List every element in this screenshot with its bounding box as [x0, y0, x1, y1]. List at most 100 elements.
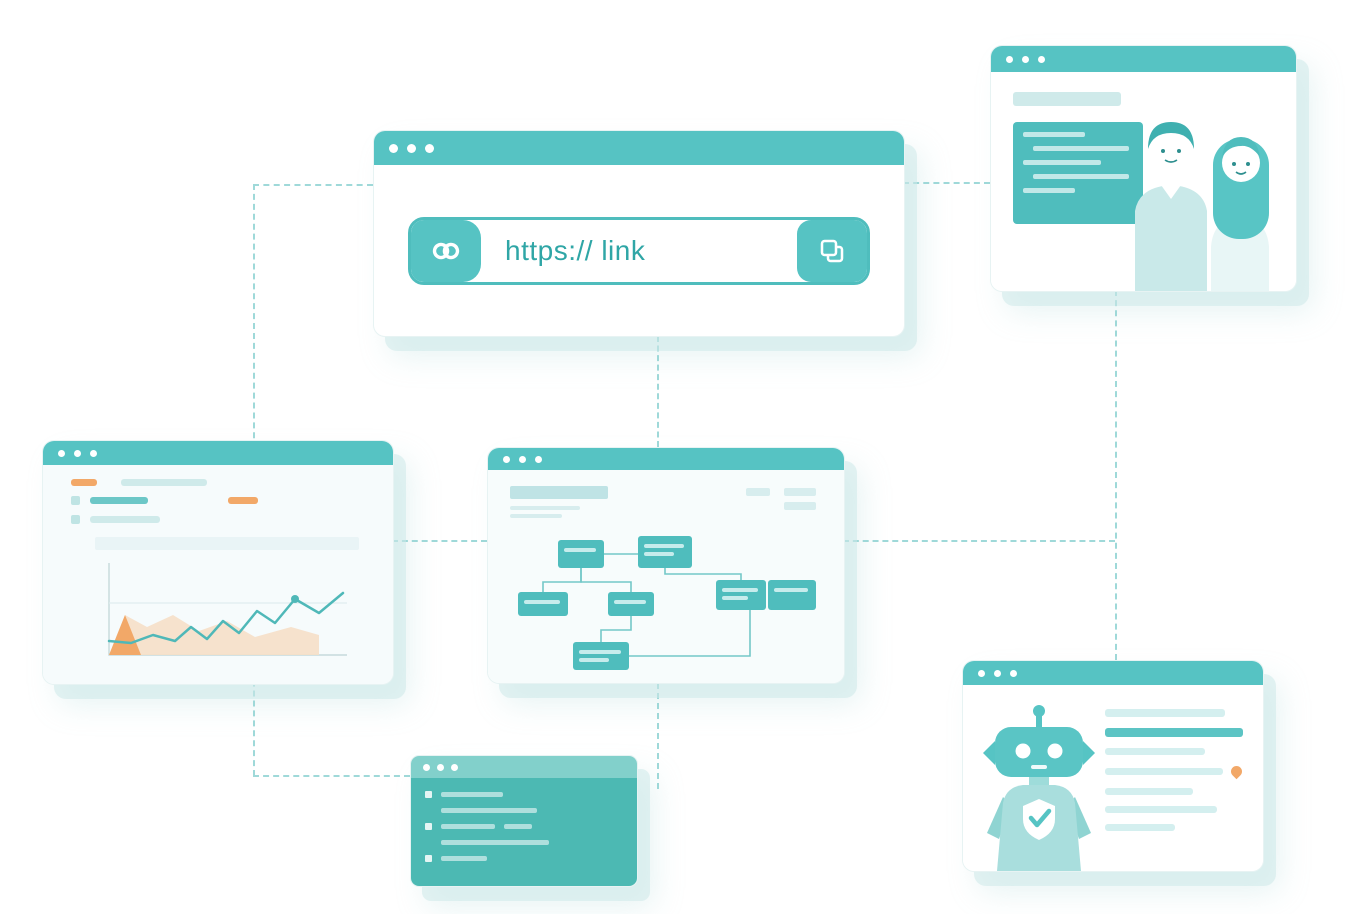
window-control-dot: [74, 449, 81, 457]
code-row: [425, 808, 623, 813]
window-control-dot: [1010, 669, 1017, 677]
url-bar: https:// link: [408, 216, 870, 285]
window-control-dot: [519, 455, 526, 463]
profile-window: [990, 45, 1297, 292]
code-panel: [1013, 122, 1143, 224]
window-control-dot: [978, 669, 985, 677]
code-bullet: [425, 823, 432, 830]
window-titlebar: [963, 661, 1263, 685]
code-bullet: [425, 855, 432, 862]
connector-line: [392, 540, 487, 542]
window-titlebar: [991, 46, 1296, 72]
list-bullet: [71, 496, 80, 505]
toolbar-band: [95, 537, 359, 550]
code-row: [425, 823, 623, 830]
copy-icon: [820, 239, 844, 262]
text-rows: [1105, 709, 1255, 842]
sitemap-window-body: [488, 470, 844, 683]
text-line: [1105, 806, 1217, 813]
robot-icon: [983, 705, 1095, 871]
text-row: [71, 496, 371, 505]
text-rows: [71, 479, 371, 534]
connector-line: [843, 540, 1115, 542]
text-line: [90, 516, 160, 523]
sitemap-window: [487, 447, 845, 684]
analytics-window-body: [43, 465, 393, 684]
window-control-dot: [535, 455, 542, 463]
window-control-dot: [407, 143, 416, 153]
code-bullet: [425, 791, 432, 798]
window-control-dot: [437, 763, 444, 771]
window-control-dot: [1006, 55, 1013, 63]
text-line: [784, 502, 816, 510]
text-row: [1105, 763, 1255, 780]
flowchart-diagram: [518, 536, 816, 670]
analytics-window: [42, 440, 394, 685]
profile-window-body: [991, 72, 1296, 291]
list-bullet: [71, 515, 80, 524]
url-input[interactable]: https:// link: [481, 220, 797, 282]
window-control-dot: [1038, 55, 1045, 63]
window-control-dot: [994, 669, 1001, 677]
window-titlebar: [411, 756, 637, 778]
code-line: [504, 824, 532, 829]
chatbot-window-body: [963, 685, 1263, 871]
text-line: [71, 479, 97, 486]
text-line: [510, 486, 608, 499]
text-line: [1033, 174, 1129, 179]
code-terminal-window: [410, 755, 638, 887]
text-line: [746, 488, 770, 496]
window-control-dot: [58, 449, 65, 457]
text-line: [1023, 188, 1075, 193]
window-control-dot: [425, 143, 434, 153]
text-line: [510, 506, 580, 510]
code-row: [425, 791, 623, 798]
text-line: [121, 479, 207, 486]
connector-line: [1115, 290, 1117, 660]
text-line: [228, 497, 258, 504]
location-pin-dot: [1228, 763, 1245, 780]
line-chart: [107, 563, 347, 656]
code-line: [441, 824, 495, 829]
window-control-dot: [503, 455, 510, 463]
text-line: [1105, 748, 1205, 755]
text-line: [1023, 132, 1085, 137]
window-control-dot: [389, 143, 398, 153]
connector-line: [657, 683, 659, 789]
code-row: [425, 855, 623, 862]
window-control-dot: [423, 763, 430, 771]
connector-line: [253, 775, 410, 777]
copy-button[interactable]: [797, 219, 867, 282]
text-line: [1033, 146, 1129, 151]
url-text: https:// link: [505, 234, 646, 266]
connector-line: [657, 336, 659, 447]
window-control-dot: [1022, 55, 1029, 63]
url-browser-window: https:// link: [373, 130, 905, 337]
window-titlebar: [374, 131, 904, 165]
text-line: [1105, 709, 1225, 717]
connector-line: [253, 184, 373, 186]
text-line: [1105, 728, 1243, 737]
text-line: [1105, 788, 1193, 795]
text-line: [510, 514, 562, 518]
link-icon: [411, 219, 481, 282]
text-row: [71, 515, 371, 524]
text-row: [71, 479, 371, 486]
code-line: [441, 840, 549, 845]
text-line: [90, 497, 148, 504]
text-line: [784, 488, 816, 496]
window-control-dot: [90, 449, 97, 457]
text-line: [1105, 824, 1175, 831]
window-titlebar: [488, 448, 844, 470]
code-line: [441, 856, 487, 861]
text-line: [1013, 92, 1121, 106]
people-illustration: [1135, 122, 1269, 291]
chatbot-window: [962, 660, 1264, 872]
window-titlebar: [43, 441, 393, 465]
code-line: [441, 808, 537, 813]
browser-body: https:// link: [374, 165, 904, 336]
window-control-dot: [451, 763, 458, 771]
text-line: [1023, 160, 1101, 165]
terminal-body: [411, 778, 637, 886]
